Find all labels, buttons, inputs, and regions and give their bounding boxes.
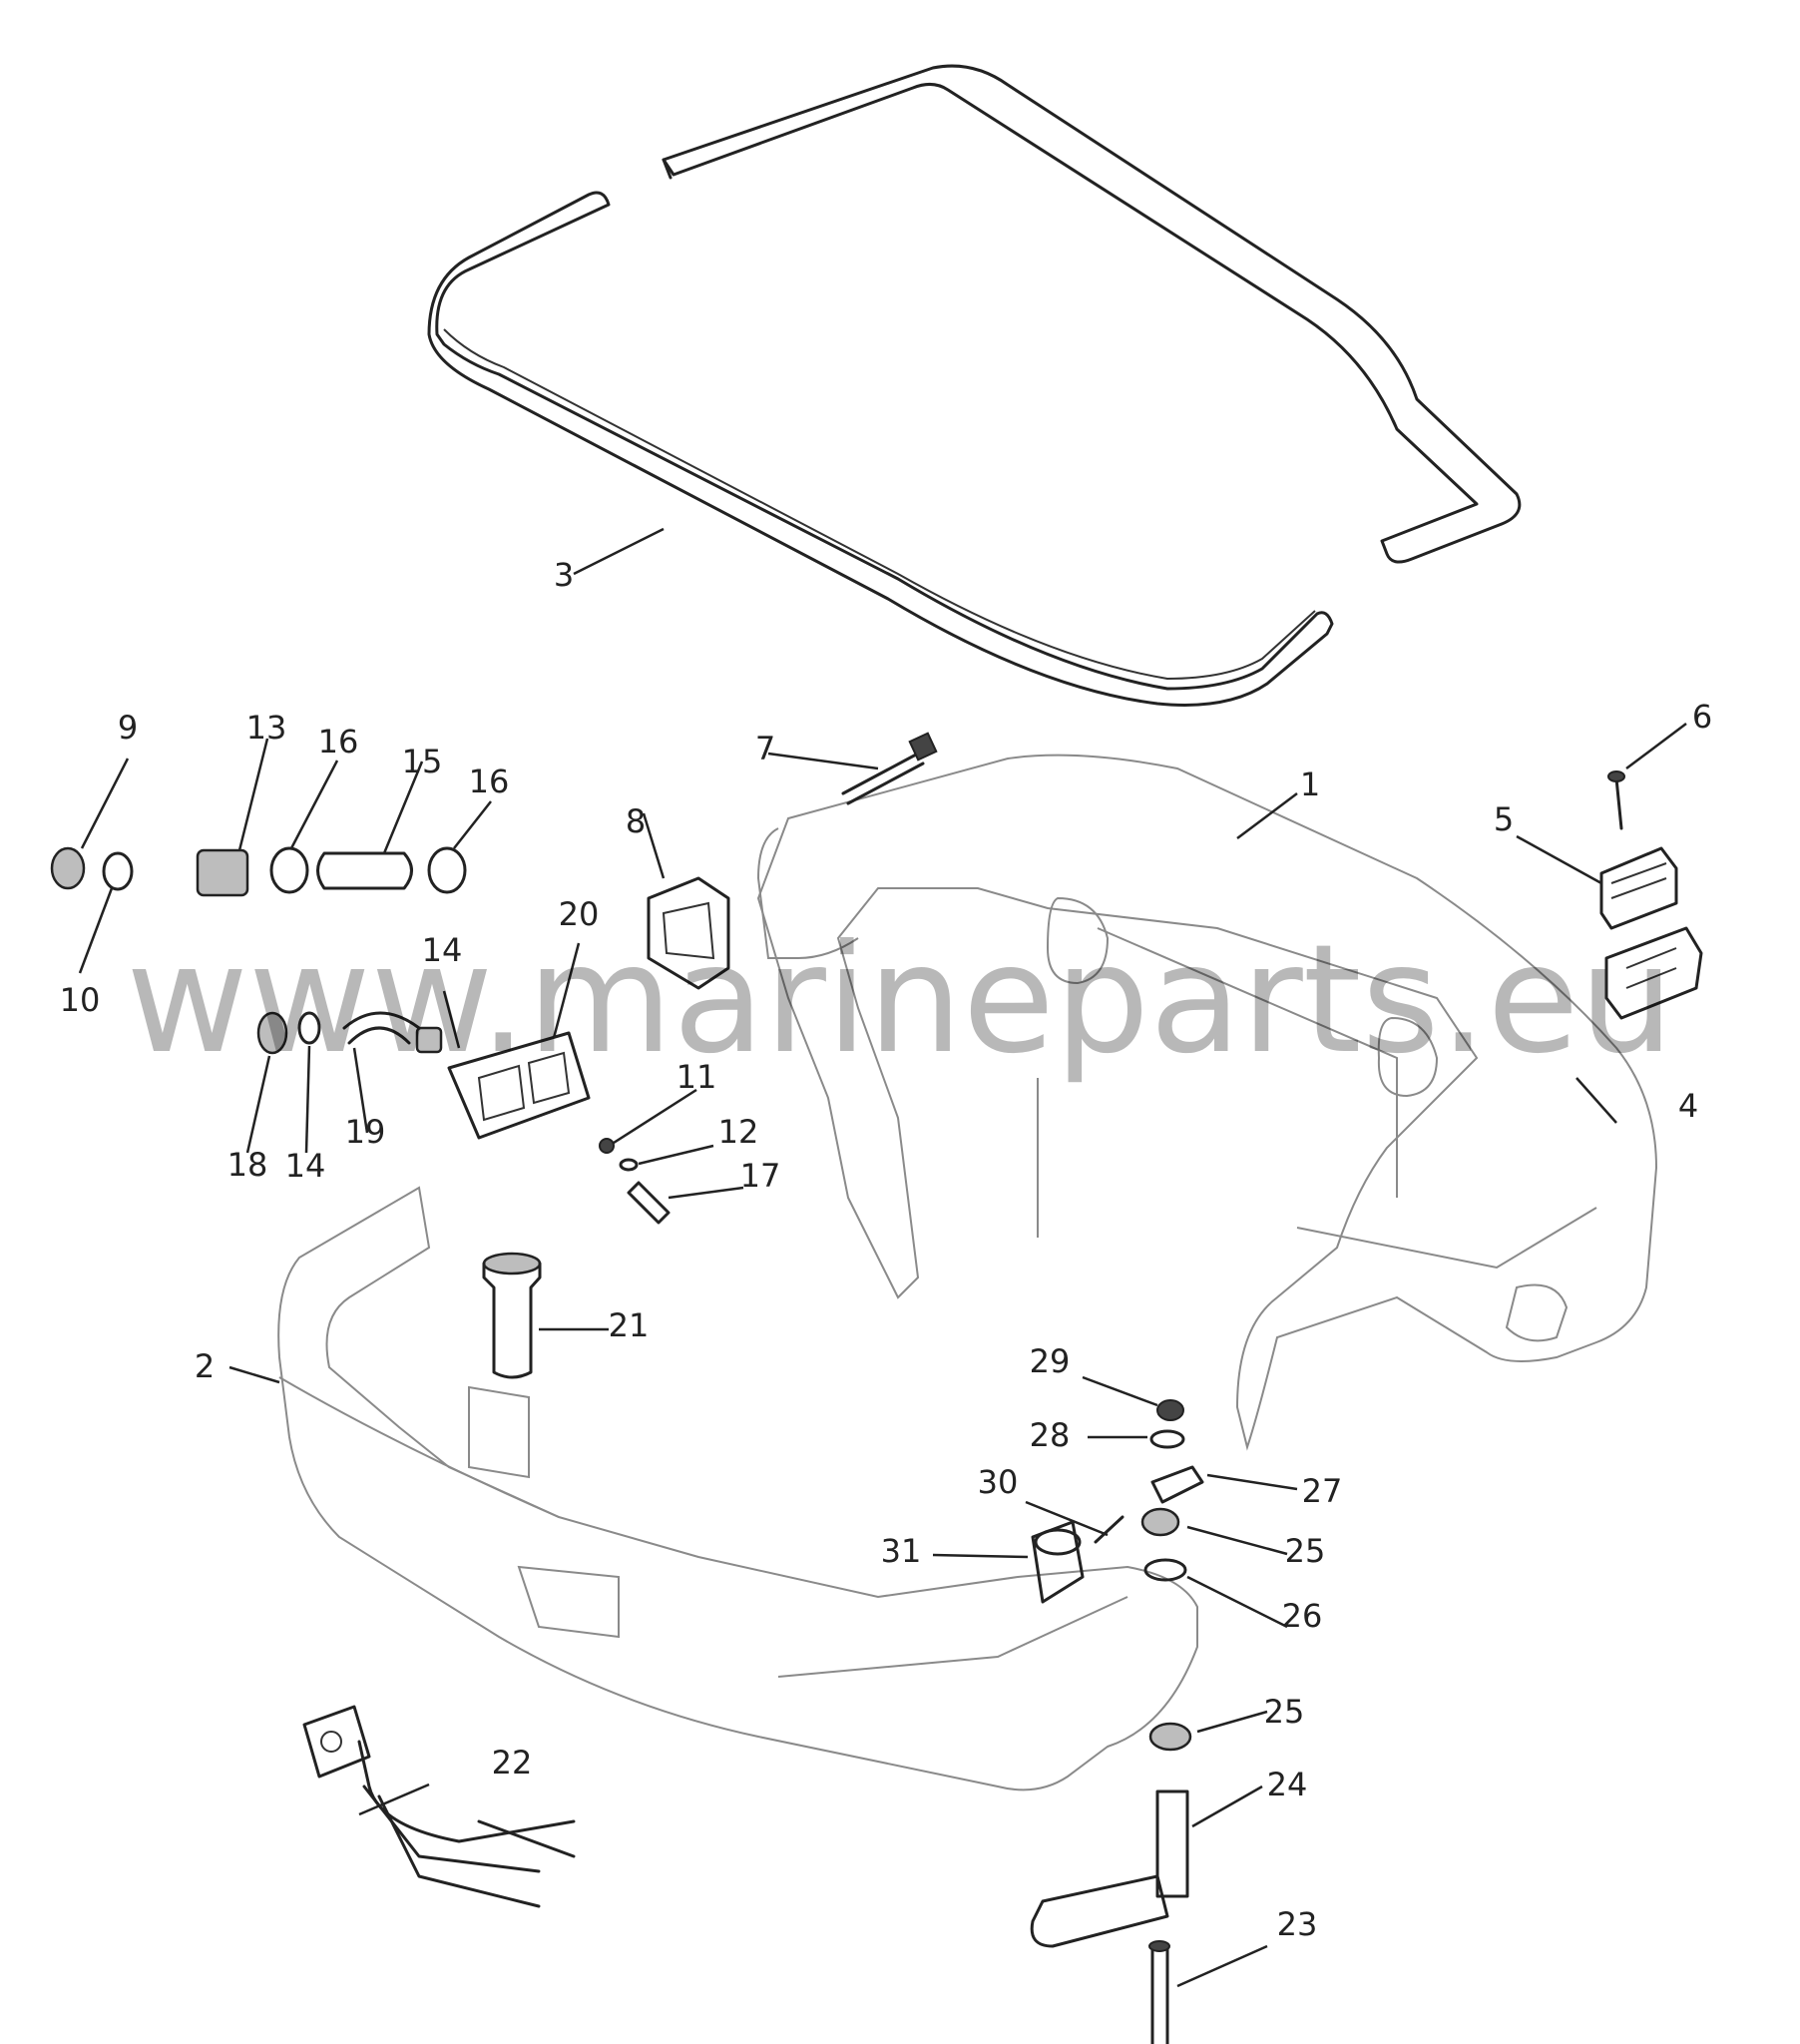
part-18-14-19-hose	[256, 1011, 443, 1055]
callout-29: 29	[1030, 1342, 1071, 1380]
callout-28: 28	[1030, 1416, 1071, 1454]
part-2-cowl-front	[277, 1186, 1198, 1791]
callout-9: 9	[118, 709, 138, 747]
watermark: www.marineparts.eu	[126, 913, 1674, 1087]
callout-17: 17	[740, 1157, 781, 1195]
callout-13: 13	[246, 709, 287, 747]
callout-8: 8	[626, 802, 646, 840]
part-8-bracket	[647, 876, 730, 990]
callout-25-upper: 25	[1285, 1532, 1326, 1570]
callout-30: 30	[978, 1463, 1019, 1501]
callout-19: 19	[345, 1113, 386, 1151]
callout-2: 2	[195, 1347, 215, 1385]
callout-20: 20	[559, 895, 600, 933]
callout-5: 5	[1494, 800, 1514, 838]
callout-7: 7	[755, 730, 775, 767]
part-11-12-17-small	[599, 1138, 671, 1225]
part-7-bolt	[841, 732, 938, 805]
callout-14-upper: 14	[422, 931, 463, 969]
callout-27: 27	[1302, 1472, 1343, 1510]
leader-lines	[78, 527, 1687, 1988]
callout-14-lower: 14	[285, 1147, 326, 1185]
part-4-5-6-latch	[1599, 770, 1703, 1020]
part-22-wire-harness	[302, 1705, 576, 1908]
part-23-24-25-hinge	[1030, 1722, 1192, 2044]
callout-12: 12	[718, 1113, 759, 1151]
part-21-sleeve	[482, 1252, 542, 1379]
part-3-cowl-seal	[427, 64, 1522, 707]
part-1-cowl-rear	[756, 754, 1658, 1451]
callout-1: 1	[1300, 766, 1320, 803]
callout-3: 3	[554, 556, 574, 594]
callout-10: 10	[60, 981, 101, 1019]
callout-23: 23	[1277, 1905, 1318, 1943]
part-25-31-latch-hardware	[1031, 1399, 1204, 1604]
callout-16-right: 16	[469, 763, 510, 800]
callout-31: 31	[881, 1532, 922, 1570]
callout-21: 21	[609, 1306, 650, 1344]
callout-4: 4	[1678, 1087, 1698, 1125]
callout-labels: 1 2 3 4 5 6 7 8 9 10 11 12 13 14 14 15 1…	[60, 556, 1713, 1943]
part-13-16-15-fittings	[196, 846, 467, 897]
callout-6: 6	[1692, 698, 1712, 736]
callout-24: 24	[1267, 1766, 1308, 1803]
part-20-panel	[447, 1031, 591, 1140]
callout-18: 18	[227, 1146, 268, 1184]
callout-15: 15	[402, 743, 443, 780]
callout-25-lower: 25	[1264, 1693, 1305, 1731]
part-9-10-fittings	[50, 846, 134, 891]
callout-22: 22	[492, 1744, 533, 1782]
callout-26: 26	[1282, 1597, 1323, 1635]
callout-16-left: 16	[318, 723, 359, 761]
callout-11: 11	[676, 1058, 717, 1096]
